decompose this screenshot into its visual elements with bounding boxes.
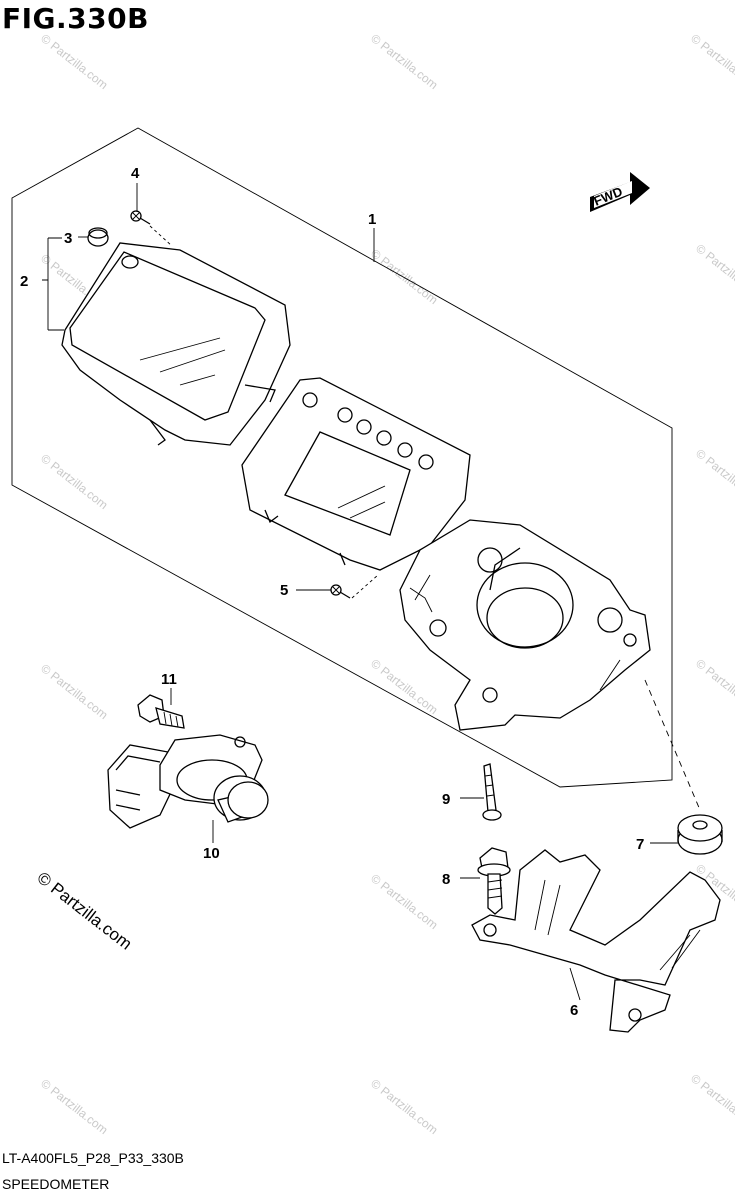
watermark-text: © Partzilla.com xyxy=(688,1071,735,1132)
model-code: LT-A400FL5_P28_P33_330B xyxy=(2,1150,184,1166)
callout-3: 3 xyxy=(64,230,72,247)
watermark-text: © Partzilla.com xyxy=(38,1076,110,1137)
meter-rear-housing xyxy=(399,519,651,731)
forward-arrow-icon: FWD xyxy=(590,172,650,212)
assembly-outline xyxy=(11,127,673,788)
watermark-text: © Partzilla.com xyxy=(38,451,110,512)
watermark-text: © Partzilla.com xyxy=(38,31,110,92)
watermark-text: © Partzilla.com xyxy=(688,31,735,92)
speed-sensor-part-10 xyxy=(107,734,269,829)
watermark-text: © Partzilla.com xyxy=(693,446,735,507)
watermark-text: © Partzilla.com xyxy=(368,871,440,932)
watermark-text: © Partzilla.com xyxy=(38,661,110,722)
fwd-label: FWD xyxy=(592,184,625,209)
screw-part-5 xyxy=(330,574,379,599)
indicator-light-icon xyxy=(376,430,392,446)
screw-part-4 xyxy=(130,210,173,247)
leader-dashed xyxy=(644,679,701,811)
callout-2: 2 xyxy=(20,273,28,290)
watermark-text: © Partzilla.com xyxy=(693,241,735,302)
callout-5: 5 xyxy=(280,582,288,599)
bolt-part-11 xyxy=(137,694,185,729)
callout-7: 7 xyxy=(636,836,644,853)
figure-title: FIG.330B xyxy=(2,2,149,35)
meter-display-panel xyxy=(241,377,471,571)
cap-part xyxy=(87,227,109,247)
screw-part-9 xyxy=(482,763,502,821)
section-name: SPEEDOMETER xyxy=(2,1176,110,1192)
indicator-light-icon xyxy=(337,407,353,423)
callout-4: 4 xyxy=(131,165,140,182)
callout-1: 1 xyxy=(368,211,376,228)
leader-lines xyxy=(42,183,678,1001)
watermark-text: © Partzilla.com xyxy=(368,656,440,717)
bolt-part-8 xyxy=(477,847,511,915)
callout-labels: 1 2 3 4 5 6 7 8 9 10 11 xyxy=(20,165,644,1019)
watermark-text: © Partzilla.com xyxy=(368,246,440,307)
indicator-light-icon xyxy=(356,419,372,435)
callout-9: 9 xyxy=(442,791,450,808)
grommet-part-7 xyxy=(677,814,723,855)
callout-6: 6 xyxy=(570,1002,578,1019)
main-watermark: © Partzilla.com xyxy=(34,868,136,954)
callout-10: 10 xyxy=(203,845,220,862)
indicator-light-icon xyxy=(397,442,413,458)
callout-8: 8 xyxy=(442,871,450,888)
indicator-light-icon xyxy=(418,454,434,470)
watermark-text: © Partzilla.com xyxy=(368,1076,440,1137)
meter-case xyxy=(61,242,291,446)
callout-11: 11 xyxy=(161,671,177,688)
bracket-part-6 xyxy=(471,849,721,1033)
watermark-text: © Partzilla.com xyxy=(368,31,440,92)
watermark-text: © Partzilla.com xyxy=(693,656,735,717)
